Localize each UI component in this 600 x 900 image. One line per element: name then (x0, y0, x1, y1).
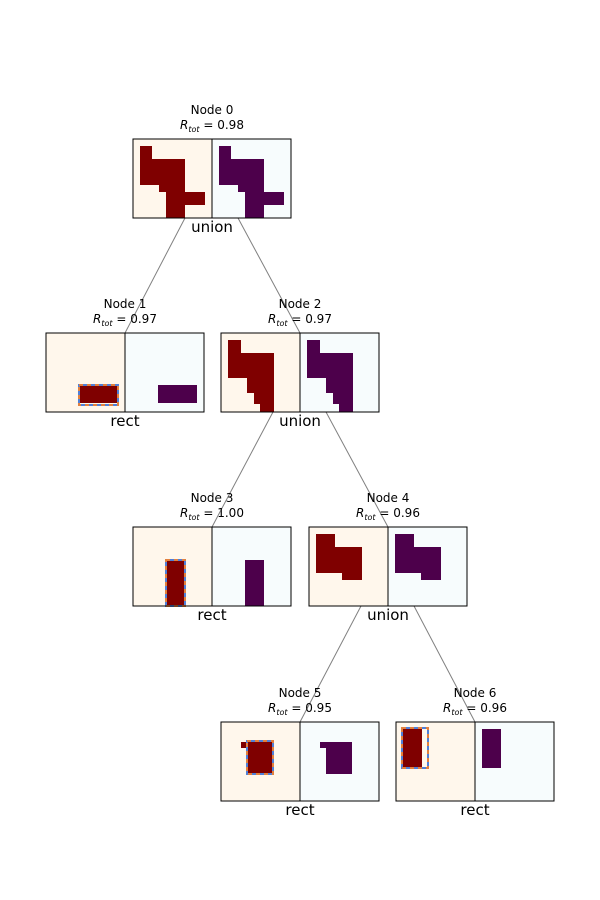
right-panel-frame (299, 332, 380, 413)
tree-edge (237, 217, 301, 334)
right-mask-cell (421, 547, 441, 580)
right-panel-frame (124, 332, 205, 413)
left-mask-cell (342, 547, 362, 580)
node-label: Node 5 (279, 686, 322, 700)
tree-edge (325, 411, 389, 528)
tree-edge (299, 605, 362, 723)
left-mask-cell (260, 391, 274, 412)
node-r-tot: Rtot = 1.00 (180, 506, 244, 522)
node-r-tot: Rtot = 0.95 (268, 701, 332, 717)
right-mask-cell (320, 742, 326, 748)
node-label: Node 2 (279, 297, 322, 311)
node-label: Node 6 (454, 686, 497, 700)
node-r-tot: Rtot = 0.96 (443, 701, 507, 717)
right-panel-frame (299, 721, 380, 802)
right-panel-frame (211, 526, 292, 607)
left-mask-cell (166, 205, 185, 218)
right-panel-frame (474, 721, 555, 802)
right-mask-cell (482, 729, 501, 768)
node-label: Node 0 (191, 103, 234, 117)
right-mask-cell (158, 385, 197, 403)
tree-edge (124, 217, 186, 334)
left-mask-cell (166, 560, 185, 606)
right-mask-cell (245, 192, 284, 205)
left-mask-cell (247, 742, 273, 774)
node-operation: union (191, 218, 233, 236)
proposal-box-dashes (78, 384, 119, 406)
proposal-box-dashes (246, 740, 274, 775)
right-mask-cell (245, 560, 264, 606)
right-mask-cell (339, 391, 353, 412)
node-r-tot: Rtot = 0.97 (268, 312, 332, 328)
right-panel-frame (211, 138, 292, 219)
proposal-box-dashes (401, 727, 429, 769)
tree-edge (413, 605, 476, 723)
node-operation: union (367, 606, 409, 624)
node-operation: rect (285, 801, 314, 819)
tree-edge (211, 411, 274, 528)
left-mask-cell (403, 729, 422, 768)
left-mask-cell (241, 742, 247, 748)
right-panel-frame (387, 526, 468, 607)
left-mask-cell (166, 192, 205, 205)
node-operation: rect (460, 801, 489, 819)
right-mask-cell (245, 205, 264, 218)
left-mask-cell (79, 385, 118, 403)
left-mask-cell (166, 172, 185, 192)
node-label: Node 3 (191, 491, 234, 505)
node-label: Node 1 (104, 297, 147, 311)
node-r-tot: Rtot = 0.97 (93, 312, 157, 328)
right-mask-cell (245, 172, 264, 192)
node-r-tot: Rtot = 0.98 (180, 118, 244, 134)
node-r-tot: Rtot = 0.96 (356, 506, 420, 522)
node-operation: rect (197, 606, 226, 624)
right-mask-cell (326, 742, 352, 774)
node-operation: union (279, 412, 321, 430)
node-operation: rect (110, 412, 139, 430)
node-label: Node 4 (367, 491, 410, 505)
